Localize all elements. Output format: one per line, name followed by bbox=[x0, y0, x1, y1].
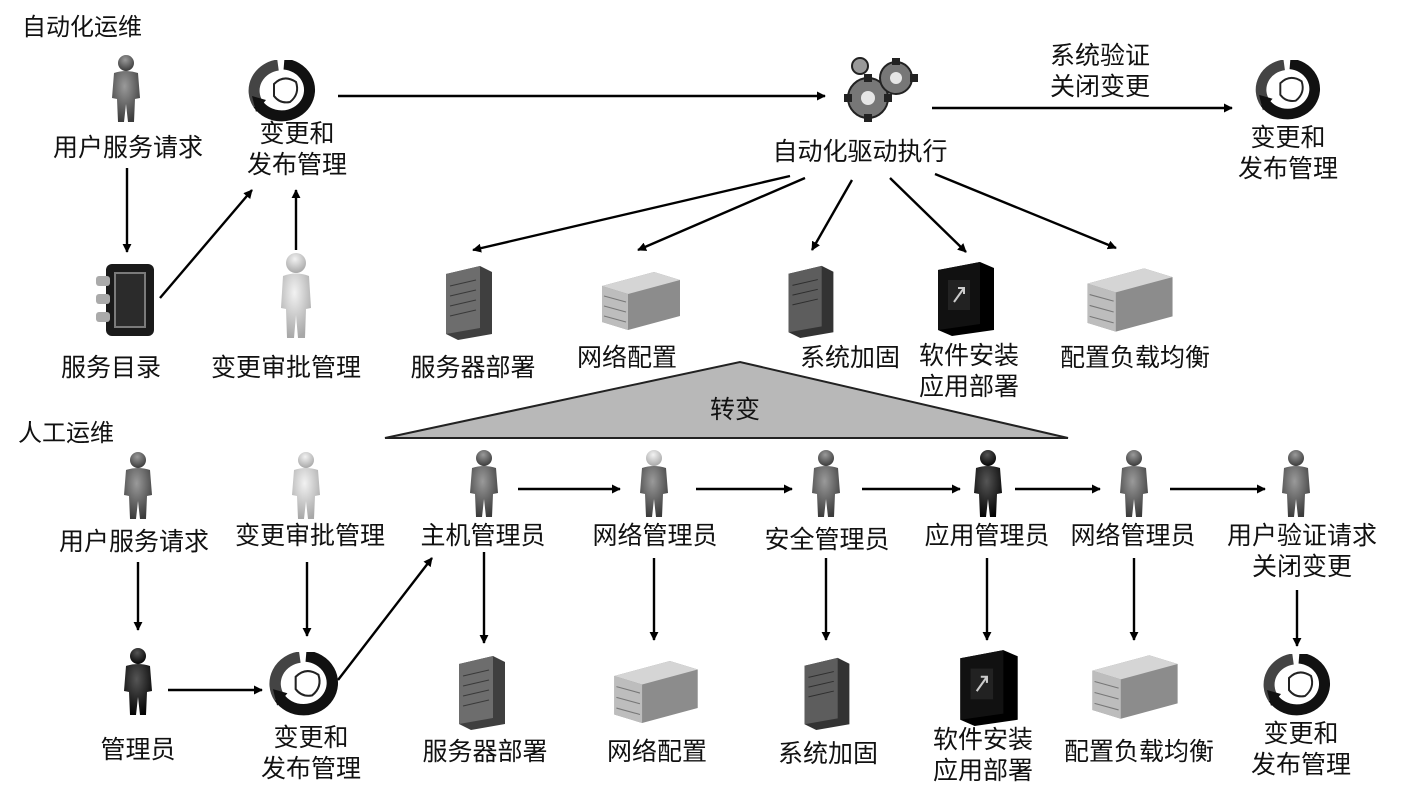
section-title-automated: 自动化运维 bbox=[22, 13, 142, 41]
manual-role-user-verify: 用户验证请求 关闭变更 bbox=[1226, 521, 1377, 581]
manual-task-software-install: 软件安装 应用部署 bbox=[932, 725, 1033, 785]
change-cycle-icon bbox=[1250, 60, 1330, 120]
transition-label: 转变 bbox=[709, 395, 760, 424]
arrow-m-change-to-host bbox=[337, 557, 433, 681]
arrow-driver-to-loadbalance bbox=[934, 172, 1117, 250]
person-icon bbox=[1114, 446, 1154, 522]
person-icon bbox=[806, 446, 846, 522]
software-box-icon bbox=[956, 646, 1022, 728]
auto-task-network-config: 网络配置 bbox=[576, 343, 677, 372]
arrow-catalog-to-change bbox=[159, 189, 253, 299]
server-icon bbox=[440, 262, 496, 342]
manual-change-approval-label: 变更审批管理 bbox=[234, 521, 385, 550]
network-switch-icon bbox=[610, 656, 702, 728]
auto-task-system-hardening: 系统加固 bbox=[799, 343, 900, 372]
person-icon bbox=[968, 446, 1008, 522]
service-catalog-icon bbox=[92, 260, 158, 340]
manual-role-app-admin: 应用管理员 bbox=[924, 521, 1050, 550]
manual-task-server-deploy: 服务器部署 bbox=[422, 737, 548, 766]
manual-user-request-label: 用户服务请求 bbox=[58, 527, 209, 556]
arrow-driver-to-network bbox=[637, 176, 806, 252]
network-switch-icon bbox=[1088, 650, 1182, 724]
person-icon bbox=[634, 446, 674, 522]
auto-task-load-balance: 配置负载均衡 bbox=[1059, 343, 1210, 372]
manual-task-load-balance: 配置负载均衡 bbox=[1063, 737, 1214, 766]
auto-user-request-label: 用户服务请求 bbox=[52, 133, 203, 162]
auto-verify-close-label: 系统验证 关闭变更 bbox=[1049, 41, 1150, 101]
arrow-driver-to-hardening bbox=[810, 179, 854, 251]
manual-admin-label: 管理员 bbox=[100, 735, 176, 764]
change-cycle-icon bbox=[244, 60, 324, 122]
auto-change-approval-label: 变更审批管理 bbox=[210, 353, 361, 382]
software-box-icon bbox=[934, 258, 998, 338]
gears-icon bbox=[840, 52, 920, 128]
server-icon bbox=[452, 652, 510, 732]
server-icon bbox=[782, 262, 838, 340]
section-title-manual: 人工运维 bbox=[18, 419, 114, 447]
auto-driver-label: 自动化驱动执行 bbox=[772, 137, 948, 166]
person-icon bbox=[286, 446, 326, 526]
server-icon bbox=[798, 654, 854, 732]
manual-role-network-admin-2: 网络管理员 bbox=[1070, 521, 1196, 550]
network-switch-icon bbox=[598, 268, 684, 334]
manual-role-security-admin: 安全管理员 bbox=[764, 525, 890, 554]
manual-change-release-end-label: 变更和 发布管理 bbox=[1250, 719, 1351, 779]
arrow-driver-to-software bbox=[889, 177, 967, 253]
manual-task-network-config: 网络配置 bbox=[606, 737, 707, 766]
person-icon bbox=[106, 54, 146, 124]
network-switch-icon bbox=[1083, 264, 1177, 336]
person-icon bbox=[276, 252, 316, 340]
auto-task-server-deploy: 服务器部署 bbox=[410, 353, 536, 382]
manual-change-release-label: 变更和 发布管理 bbox=[260, 723, 361, 783]
auto-service-catalog-label: 服务目录 bbox=[60, 353, 161, 382]
change-cycle-icon bbox=[1258, 654, 1340, 716]
arrow-driver-to-server bbox=[472, 174, 791, 253]
manual-role-host-admin: 主机管理员 bbox=[420, 521, 546, 550]
change-cycle-icon bbox=[264, 652, 348, 716]
person-icon bbox=[118, 644, 158, 720]
person-icon bbox=[464, 446, 504, 522]
auto-change-release-end-label: 变更和 发布管理 bbox=[1237, 123, 1338, 183]
manual-role-network-admin: 网络管理员 bbox=[592, 521, 718, 550]
auto-change-release-label: 变更和 发布管理 bbox=[246, 119, 347, 179]
person-icon bbox=[1276, 446, 1316, 522]
manual-task-system-hardening: 系统加固 bbox=[777, 739, 878, 768]
auto-task-software-install: 软件安装 应用部署 bbox=[918, 341, 1019, 401]
transition-triangle bbox=[384, 360, 1069, 439]
person-icon bbox=[118, 448, 158, 524]
